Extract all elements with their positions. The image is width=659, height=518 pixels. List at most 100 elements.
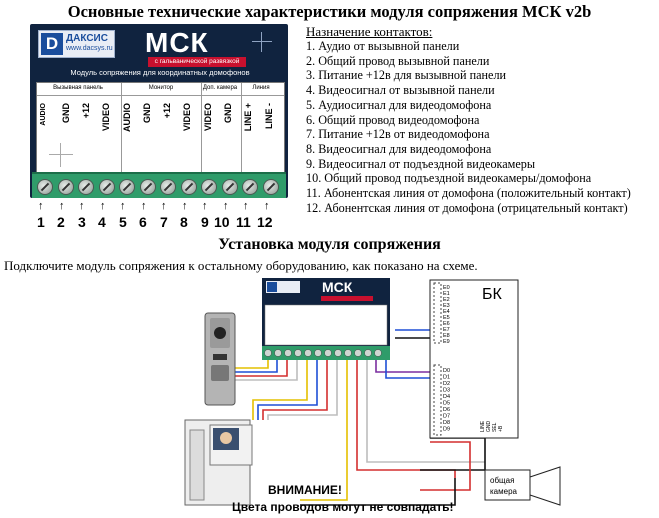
bk-side-label: +B (498, 425, 504, 432)
screw-icon (242, 179, 258, 195)
call-panel-image (204, 312, 236, 406)
up-arrow-icon: ↑ (243, 200, 249, 212)
module-badge: с гальванической развязкой (148, 57, 246, 67)
camera-image: общая камера (484, 466, 561, 506)
bk-side-label: LINE (480, 420, 486, 432)
list-item: 11. Абонентская линия от домофона (полож… (306, 186, 631, 201)
monitor-image (184, 419, 253, 506)
bk-pin-label: E7 (443, 327, 450, 333)
pin-number: 4 (98, 214, 106, 230)
bk-pin-label: E1 (443, 291, 450, 297)
bk-pin-label: D7 (443, 414, 450, 420)
brand-name: ДАКСИС (66, 33, 108, 44)
list-item: 5. Аудиосигнал для видеодомофона (306, 97, 492, 112)
module-subtitle: Модуль сопряжения для координатных домоф… (70, 68, 250, 77)
crosshair-icon (252, 32, 272, 52)
pin-label-panel: Вызывная панель Монитор Доп. камера Лини… (36, 82, 285, 178)
plus-icon (49, 143, 73, 167)
screw-icon (294, 349, 302, 357)
list-item: 6. Общий провод видеодомофона (306, 112, 480, 127)
screw-icon (99, 179, 115, 195)
up-arrow-icon: ↑ (223, 200, 229, 212)
screw-icon (263, 179, 279, 195)
warning-text: Цвета проводов могут не совпадать! (232, 500, 454, 514)
pin-number: 9 (201, 214, 209, 230)
up-arrow-icon: ↑ (161, 200, 167, 212)
up-arrow-icon: ↑ (264, 200, 270, 212)
up-arrow-icon: ↑ (38, 200, 44, 212)
list-item: 12. Абонентская линия от домофона (отриц… (306, 200, 628, 215)
small-module-model: МСК (322, 279, 353, 295)
bk-pin-label: D4 (443, 394, 450, 400)
pin-number: 11 (236, 214, 251, 230)
list-item: 3. Питание +12в для вызывной панели (306, 68, 507, 83)
screw-icon (222, 179, 238, 195)
up-arrow-icon: ↑ (202, 200, 208, 212)
screw-icon (37, 179, 53, 195)
screw-icon (314, 349, 322, 357)
bk-pin-label: E4 (443, 309, 450, 315)
warning-title: ВНИМАНИЕ! (268, 483, 342, 497)
installation-text: Подключите модуль сопряжения к остальном… (4, 258, 478, 273)
pin-number: 10 (214, 214, 230, 230)
list-item: 2. Общий провод вызывной панели (306, 53, 490, 68)
brand-logo: D ДАКСИС www.dacsys.ru (38, 30, 115, 58)
bk-label: БК (482, 286, 503, 303)
pin-number: 7 (160, 214, 168, 230)
up-arrow-icon: ↑ (59, 200, 65, 212)
screw-icon (264, 349, 272, 357)
group-label: Монитор (148, 85, 174, 91)
screw-icon (344, 349, 352, 357)
bk-side-label: GND (486, 421, 492, 433)
bk-pin-label: D8 (443, 420, 450, 426)
pin-number: 2 (57, 214, 65, 230)
screw-icon (304, 349, 312, 357)
bk-pin-label: D9 (443, 427, 450, 433)
screw-icon (364, 349, 372, 357)
pin-number: 8 (180, 214, 188, 230)
screw-icon (274, 349, 282, 357)
terminal-block (32, 172, 286, 198)
contacts-title: Назначение контактов: (306, 24, 433, 39)
pin-number: 5 (119, 214, 127, 230)
screw-icon (354, 349, 362, 357)
bk-pin-label: E6 (443, 321, 450, 327)
up-arrow-icon: ↑ (182, 200, 188, 212)
list-item: 4. Видеосигнал от вызывной панели (306, 83, 495, 98)
screw-icon (334, 349, 342, 357)
pin-number: 6 (139, 214, 147, 230)
camera-label-2: камера (490, 487, 518, 496)
bk-pin-label: D0 (443, 368, 450, 374)
module-model: МСК (145, 27, 209, 58)
list-item: 8. Видеосигнал для видеодомофона (306, 141, 492, 156)
screw-icon (181, 179, 197, 195)
pin-number: 12 (257, 214, 273, 230)
screw-icon (324, 349, 332, 357)
pin-number: 3 (78, 214, 86, 230)
list-item: 7. Питание +12в от видеодомофона (306, 127, 490, 142)
pin-number: 1 (37, 214, 45, 230)
screw-icon (140, 179, 156, 195)
brand-url: www.dacsys.ru (66, 45, 113, 52)
up-arrow-icon: ↑ (120, 200, 126, 212)
bk-pin-label: D6 (443, 407, 450, 413)
bk-pin-label: E5 (443, 315, 450, 321)
group-label: Линия (252, 85, 270, 91)
bk-pin-label: E8 (443, 333, 450, 339)
screw-icon (78, 179, 94, 195)
screw-icon (374, 349, 382, 357)
bk-pin-label: E9 (443, 339, 450, 345)
up-arrow-icon: ↑ (100, 200, 106, 212)
logo-d-icon: D (41, 33, 63, 55)
bk-pin-label: D1 (443, 375, 450, 381)
screw-icon (119, 179, 135, 195)
bk-pin-label: D2 (443, 381, 450, 387)
page-title: Основные технические характеристики моду… (67, 2, 592, 21)
group-label: Вызывная панель (53, 85, 103, 91)
bk-side-label: SEL (492, 422, 498, 432)
up-arrow-icon: ↑ (141, 200, 147, 212)
contacts-list: 1. Аудио от вызывной панели 2. Общий про… (306, 39, 631, 215)
bk-pin-label: E3 (443, 303, 450, 309)
bk-pin-label: E2 (443, 297, 450, 303)
list-item: 1. Аудио от вызывной панели (306, 39, 460, 53)
